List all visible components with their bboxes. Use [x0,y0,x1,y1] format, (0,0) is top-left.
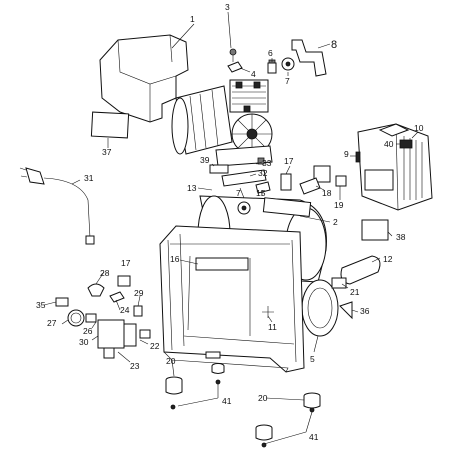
label-38-part [361,219,389,241]
plug-36-part [339,301,353,320]
fitting-19-part [335,175,347,187]
callout-7-upper: 7 [285,76,290,86]
callout-17-upper: 17 [284,156,294,166]
handle-grip-12-part [340,255,381,285]
callout-7-lower: 7 [236,188,241,198]
callout-23: 23 [130,361,140,371]
callout-5: 5 [310,354,315,364]
bracket-17-upper-part [280,173,292,191]
callout-labels: 1 2 3 4 5 6 7 7 8 9 10 11 12 13 15 16 17… [36,2,424,442]
callout-31: 31 [84,173,94,183]
motor-pump-assembly [171,79,273,167]
cover-18-part [313,165,331,183]
callout-20-left: 20 [166,356,176,366]
cover-18-detail [299,177,321,195]
callout-21: 21 [350,287,360,297]
side-panel-part [357,123,433,211]
callout-4: 4 [251,69,256,79]
power-cord-31-part [19,167,95,245]
cap-28-part [87,283,105,297]
callout-12: 12 [383,254,393,264]
fitting-7-part [281,57,295,71]
nut-15-part [255,181,271,194]
callout-19: 19 [334,200,344,210]
fitting-29-part [133,305,143,317]
callout-41-right: 41 [309,432,319,442]
part-24 [109,291,125,303]
callout-39: 39 [200,155,210,165]
label-37-part [90,111,130,139]
callout-2: 2 [333,217,338,227]
callout-29: 29 [134,288,144,298]
callout-26: 26 [83,326,93,336]
discharge-tube-8-part [291,39,327,77]
callout-3: 3 [225,2,230,12]
callout-41-left: 41 [222,396,232,406]
part-21 [331,277,347,289]
screw-33-part [257,157,265,165]
callout-37: 37 [102,147,112,157]
callout-8: 8 [331,39,337,51]
callout-16: 16 [170,254,180,264]
callout-33: 33 [262,158,272,168]
callout-30: 30 [79,337,89,347]
foot-20-right-lower-part [255,424,273,441]
frame-16-part [159,225,305,373]
callout-18: 18 [322,188,332,198]
callout-28: 28 [100,268,110,278]
callout-15: 15 [256,188,266,198]
callout-10: 10 [414,123,424,133]
screw-9-part [355,151,361,163]
callout-11: 11 [268,322,277,332]
callout-32: 32 [258,168,268,178]
clip-17-lower-part [117,275,131,287]
label-40-part [399,139,413,149]
callout-40: 40 [384,139,394,149]
gasket-39-part [209,164,229,174]
callout-27: 27 [47,318,57,328]
callout-24: 24 [120,305,130,315]
callout-22: 22 [150,341,160,351]
callout-36: 36 [360,306,370,316]
callout-9: 9 [344,149,349,159]
screw-3-part [229,48,237,62]
foot-20-right-upper-part [303,392,321,409]
callout-20-right: 20 [258,393,268,403]
callout-1: 1 [190,14,195,24]
clip-4-part [227,61,243,73]
foot-20-center-part [211,363,225,374]
callout-6: 6 [268,48,273,58]
callout-17-lower: 17 [121,258,131,268]
callout-35: 35 [36,300,46,310]
callout-13: 13 [187,183,197,193]
leader-lines [43,11,419,445]
bolt-41-parts [170,379,315,448]
plate-32-part [221,169,267,187]
foot-20-left-part [165,376,183,395]
regulator-manifold-assembly [55,297,151,359]
callout-38: 38 [396,232,406,242]
